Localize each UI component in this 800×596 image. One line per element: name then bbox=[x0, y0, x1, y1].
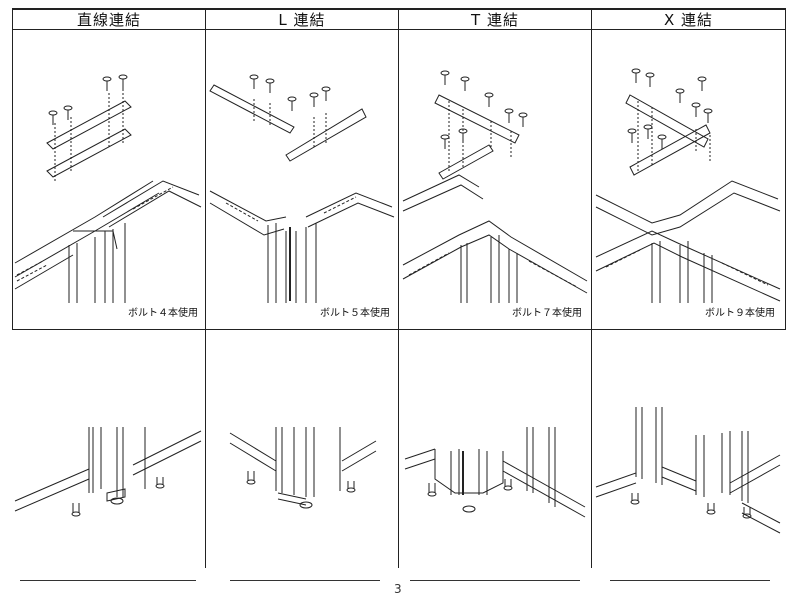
footer-line-1 bbox=[20, 580, 196, 581]
column-divider-2 bbox=[398, 8, 399, 568]
t-joint-assembly-illustration bbox=[399, 31, 591, 329]
frame-top-line bbox=[12, 8, 786, 10]
bolt-count-note-x: ボルト９本使用 bbox=[705, 308, 775, 319]
t-joint-base-illustration bbox=[399, 331, 591, 567]
l-joint-base-illustration bbox=[206, 331, 398, 567]
footer-line-3 bbox=[410, 580, 580, 581]
footer-line-2 bbox=[230, 580, 380, 581]
straight-joint-base-illustration bbox=[13, 331, 205, 567]
x-joint-assembly-illustration bbox=[592, 31, 785, 329]
column-title-t: T 連結 bbox=[471, 10, 519, 29]
l-joint-assembly-illustration bbox=[206, 31, 398, 329]
page-number: 3 bbox=[394, 582, 402, 596]
frame-left-line bbox=[12, 8, 13, 330]
x-joint-base-illustration bbox=[592, 331, 785, 567]
header-divider-line bbox=[12, 29, 786, 30]
bolt-icon bbox=[627, 68, 713, 149]
column-title-x: X 連結 bbox=[663, 10, 714, 29]
column-divider-3 bbox=[591, 8, 592, 568]
footer-line-4 bbox=[610, 580, 770, 581]
bolt-icon bbox=[48, 74, 128, 125]
row-divider-line bbox=[12, 329, 786, 330]
bolt-icon bbox=[249, 74, 331, 111]
bolt-count-note-straight: ボルト４本使用 bbox=[128, 308, 198, 319]
column-divider-1 bbox=[205, 8, 206, 568]
frame-right-line bbox=[785, 8, 786, 330]
bolt-count-note-t: ボルト７本使用 bbox=[512, 308, 582, 319]
column-title-l: L 連結 bbox=[278, 10, 326, 29]
straight-joint-assembly-illustration bbox=[13, 31, 205, 329]
bolt-icon bbox=[440, 70, 528, 149]
column-title-straight: 直線連結 bbox=[76, 10, 141, 29]
bolt-count-note-l: ボルト５本使用 bbox=[320, 308, 390, 319]
